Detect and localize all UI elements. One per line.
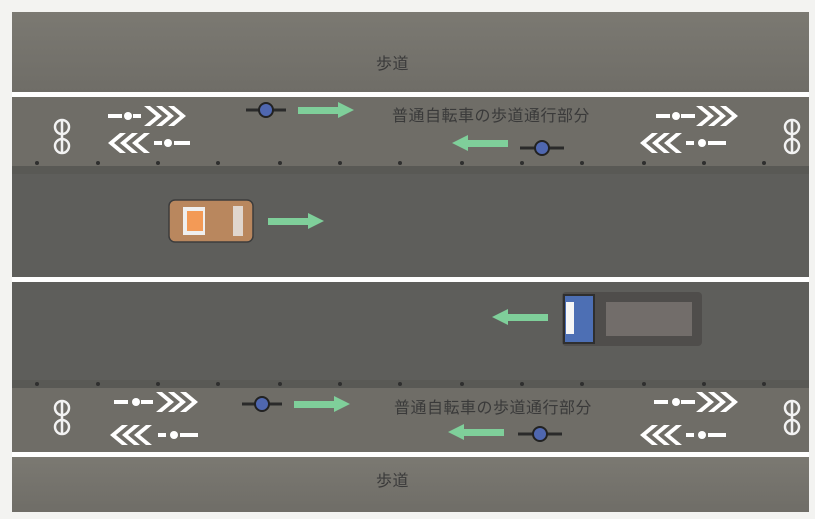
cyclist-icon [520, 140, 564, 156]
bicycle-icon [53, 118, 71, 155]
bicycle-icon [53, 399, 71, 436]
green-direction-arrow-icon [448, 424, 504, 440]
cyclist-icon [686, 431, 726, 439]
green-direction-arrow-icon [492, 309, 548, 325]
cyclist-icon [108, 112, 141, 120]
car-icon [168, 199, 254, 243]
cyclist-icon [154, 139, 190, 147]
green-direction-arrow-icon [268, 213, 324, 229]
cyclist-icon [114, 398, 153, 406]
sidewalk-top [12, 12, 809, 92]
road-layout [12, 12, 809, 512]
chevron-arrow-icon [144, 106, 186, 126]
sidewalk-label-bottom: 歩道 [376, 471, 410, 490]
sidewalk-label-top: 歩道 [376, 54, 410, 73]
bicycle-icon [783, 399, 801, 436]
chevron-arrow-icon [640, 133, 682, 153]
center-line [12, 277, 809, 282]
cyclist-icon [654, 398, 695, 406]
truck-icon [562, 292, 702, 346]
cyclist-icon [242, 396, 282, 412]
cyclist-icon [656, 112, 695, 120]
chevron-arrow-icon [156, 392, 198, 412]
boundary-line-bottom [12, 452, 809, 457]
chevron-arrow-icon [696, 392, 738, 412]
green-direction-arrow-icon [294, 396, 350, 412]
bike-zone-label-bottom: 普通自転車の歩道通行部分 [394, 398, 593, 417]
cyclist-icon [158, 431, 198, 439]
cyclist-icon [246, 102, 286, 118]
curb-dots-top [35, 161, 766, 165]
cyclist-icon [686, 139, 726, 147]
chevron-arrow-icon [110, 425, 152, 445]
curb-top [12, 166, 809, 174]
chevron-arrow-icon [640, 425, 682, 445]
cyclist-icon [518, 426, 562, 442]
curb-dots-bottom [35, 382, 766, 386]
curb-bottom [12, 380, 809, 388]
green-direction-arrow-icon [298, 102, 354, 118]
road-diagram: 歩道 普通自転車の歩道通行部分 普通自転車の歩道通行部分 歩道 [12, 12, 809, 512]
sidewalk-bottom [12, 457, 809, 512]
green-direction-arrow-icon [452, 135, 508, 151]
bicycle-icon [783, 118, 801, 155]
boundary-line-top [12, 92, 809, 97]
roadway-lane-top [12, 174, 809, 277]
chevron-arrow-icon [108, 133, 150, 153]
chevron-arrow-icon [696, 106, 738, 126]
bike-zone-label-top: 普通自転車の歩道通行部分 [392, 106, 591, 125]
